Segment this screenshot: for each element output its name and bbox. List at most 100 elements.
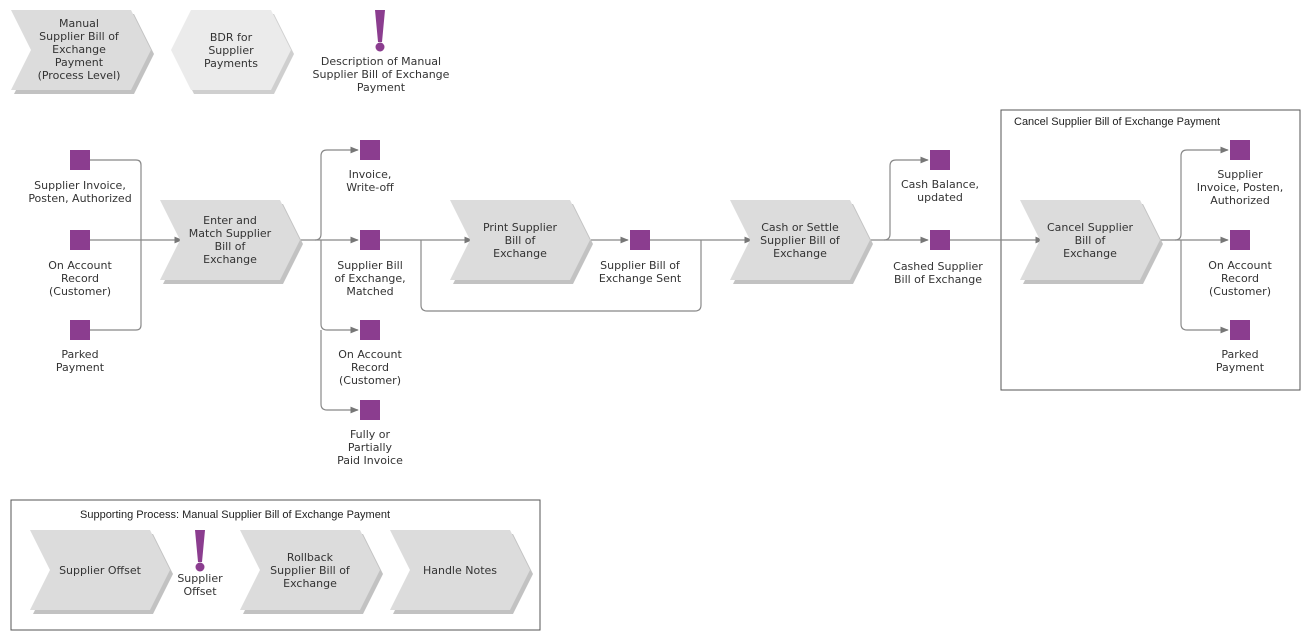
enter-match-step[interactable] <box>160 200 300 280</box>
process-level-step[interactable] <box>11 10 151 90</box>
on-account-record-2-label-line: On Account <box>338 348 402 361</box>
event-bill-sent[interactable] <box>630 230 650 250</box>
event-supplier-invoice-2[interactable] <box>1230 140 1250 160</box>
bdr-step-label-line: Supplier <box>208 44 254 57</box>
invoice-writeoff-label-line: Write-off <box>346 181 394 194</box>
bill-matched-label-line: of Exchange, <box>334 272 405 285</box>
enter-match-step-label-line: Bill of <box>215 240 247 253</box>
rollback-step-label-line: Exchange <box>283 577 337 590</box>
event-on-account-record-2[interactable] <box>360 320 380 340</box>
cash-balance-label-line: Cash Balance, <box>901 178 979 191</box>
cancel-process-frame <box>1000 109 1301 391</box>
supplier-invoice-label-line: Supplier Invoice, <box>34 179 126 192</box>
description-note-label-line: Payment <box>357 81 406 94</box>
supplier-offset-step-label-line: Supplier Offset <box>59 564 142 577</box>
cash-balance-label-line: updated <box>917 191 963 204</box>
print-step[interactable] <box>450 200 590 280</box>
cancel-step[interactable] <box>1020 200 1160 280</box>
on-account-record-3-label-line: Record <box>1221 272 1259 285</box>
on-account-record-label-line: Record <box>61 272 99 285</box>
event-on-account-record-3[interactable] <box>1230 230 1250 250</box>
supplier-invoice-label-line: Posten, Authorized <box>28 192 131 205</box>
enter-match-step-label-line: Exchange <box>203 253 257 266</box>
event-invoice-writeoff[interactable] <box>360 140 380 160</box>
connector-invoice-to-merge <box>89 159 142 240</box>
on-account-record-2-label-line: Record <box>351 361 389 374</box>
supplier-offset-note-label-line: Offset <box>183 585 217 598</box>
on-account-record-label-line: (Customer) <box>49 285 111 298</box>
supplier-invoice-label: Supplier Invoice,Posten, Authorized <box>28 179 131 205</box>
enter-match-step-label-line: Enter and <box>203 214 257 227</box>
bdr-step-label-line: BDR for <box>210 31 253 44</box>
process-level-step-label-line: Manual <box>59 17 99 30</box>
cancel-step-label-line: Cancel Supplier <box>1047 221 1134 234</box>
enter-match-step-label-line: Match Supplier <box>189 227 272 240</box>
on-account-record-3-label-line: On Account <box>1208 259 1272 272</box>
cash-settle-step-label-line: Supplier Bill of <box>760 234 841 247</box>
supporting-process-title: Supporting Process: Manual Supplier Bill… <box>80 509 390 521</box>
event-supplier-invoice[interactable] <box>70 150 90 170</box>
exclamation-icon <box>195 530 205 572</box>
exclamation-icon <box>375 10 385 52</box>
cash-settle-step-label-line: Exchange <box>773 247 827 260</box>
cashed-bill-label-line: Cashed Supplier <box>893 260 983 273</box>
handle-notes-step[interactable] <box>390 530 530 610</box>
cancel-step-label-line: Bill of <box>1075 234 1107 247</box>
parked-payment-2-label-line: Parked <box>1221 348 1258 361</box>
process-level-step-label-line: Supplier Bill of <box>39 30 120 43</box>
supplier-offset-step[interactable] <box>30 530 170 610</box>
print-step-label-line: Print Supplier <box>483 221 558 234</box>
handle-notes-step-label-line: Handle Notes <box>423 564 497 577</box>
event-cash-balance[interactable] <box>930 150 950 170</box>
event-cashed-bill[interactable] <box>930 230 950 250</box>
process-level-step-label-line: (Process Level) <box>38 69 121 82</box>
process-level-step-label-line: Exchange <box>52 43 106 56</box>
on-account-record-3-label-line: (Customer) <box>1209 285 1271 298</box>
connectors <box>89 146 1229 414</box>
event-fully-paid[interactable] <box>360 400 380 420</box>
process-level-step-label-line: Payment <box>55 56 104 69</box>
on-account-record-label-line: On Account <box>48 259 112 272</box>
fully-paid-label-line: Paid Invoice <box>337 454 403 467</box>
connector-to-parked2 <box>1180 240 1229 334</box>
event-bill-matched[interactable] <box>360 230 380 250</box>
supporting-process-frame <box>10 499 541 631</box>
cash-balance-label: Cash Balance,updated <box>901 178 979 204</box>
bdr-step[interactable] <box>171 10 291 90</box>
rollback-step-label-line: Supplier Bill of <box>270 564 351 577</box>
cash-settle-step-label-line: Cash or Settle <box>761 221 839 234</box>
invoice-writeoff-label: Invoice,Write-off <box>346 168 394 194</box>
event-on-account-record[interactable] <box>70 230 90 250</box>
parked-payment-label-line: Parked <box>61 348 98 361</box>
on-account-record-2-label-line: (Customer) <box>339 374 401 387</box>
connector-to-onaccount2 <box>320 240 359 334</box>
supplier-invoice-2-label-line: Invoice, Posten, <box>1197 181 1284 194</box>
parked-payment-label-line: Payment <box>56 361 105 374</box>
connector-enter-out <box>300 146 359 241</box>
rollback-step[interactable] <box>240 530 380 610</box>
event-parked-payment[interactable] <box>70 320 90 340</box>
cash-settle-step[interactable] <box>730 200 870 280</box>
bill-sent-label-line: Exchange Sent <box>599 272 682 285</box>
event-parked-payment-2[interactable] <box>1230 320 1250 340</box>
cancel-frame-title: Cancel Supplier Bill of Exchange Payment <box>1014 116 1220 128</box>
bill-matched-label-line: Matched <box>346 285 393 298</box>
rollback-step-label-line: Rollback <box>287 551 334 564</box>
parked-payment-2-label-line: Payment <box>1216 361 1265 374</box>
